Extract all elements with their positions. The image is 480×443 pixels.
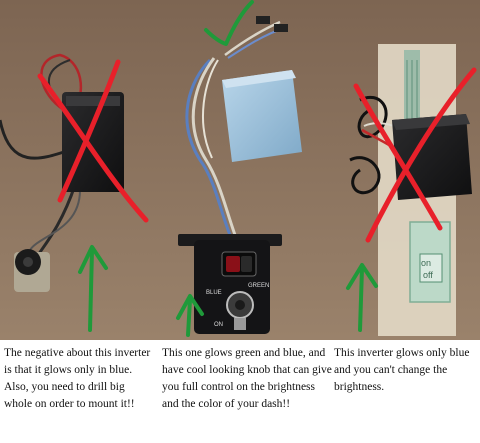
left-cross-mark <box>37 59 149 223</box>
middle-inverter-box <box>222 70 302 162</box>
rocker-switch <box>226 256 240 272</box>
caption-right: This inverter glows only blue and you ca… <box>334 347 470 393</box>
left-inverter-box <box>62 92 124 192</box>
middle-inverter <box>178 16 302 334</box>
middle-arrow-mark <box>176 294 204 337</box>
right-arrow-mark <box>346 263 378 332</box>
panel-label-green: GREEN <box>248 283 269 289</box>
panel-label-on: ON <box>214 322 223 328</box>
membrane-label-off: off <box>423 270 433 280</box>
caption-middle: This one glows green and blue, and have … <box>162 347 332 410</box>
left-arrow-mark <box>78 245 108 332</box>
photo-scene: BLUE GREEN ON <box>0 0 480 340</box>
panel-label-blue: BLUE <box>206 290 222 296</box>
photo-background: BLUE GREEN ON <box>0 0 480 340</box>
caption-left: The negative about this inverter is that… <box>4 347 151 410</box>
right-cross-mark <box>353 67 477 243</box>
membrane-label-on: on <box>421 258 431 268</box>
middle-check-mark <box>204 0 254 46</box>
